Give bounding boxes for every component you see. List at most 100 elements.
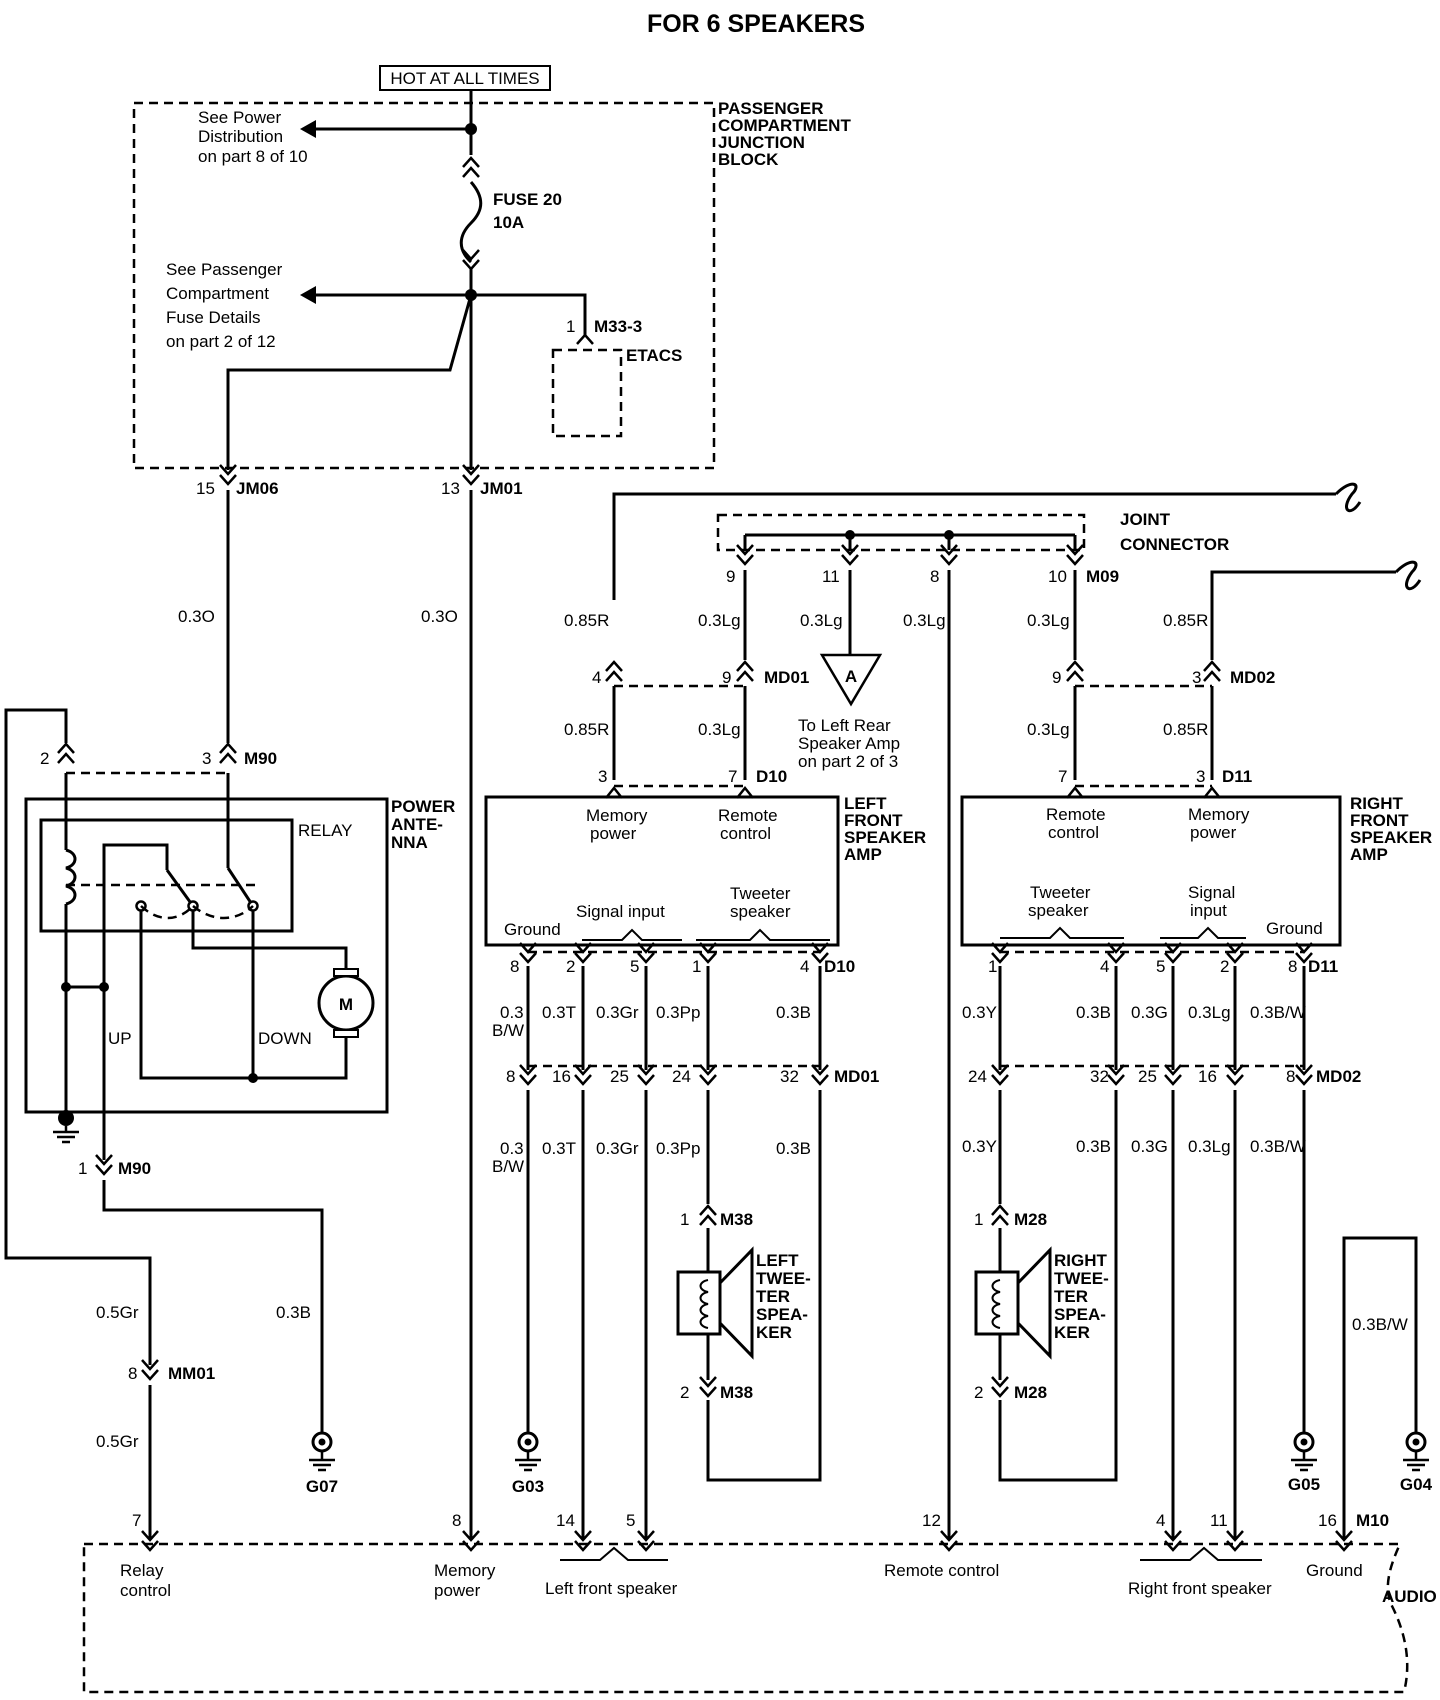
hot-at-all-times-box: [379, 65, 551, 91]
svg-text:AMP: AMP: [1350, 845, 1388, 864]
right-amp-name: RIGHT FRONT SPEAKER AMP: [1350, 794, 1432, 864]
svg-text:TWEE-: TWEE-: [1054, 1269, 1109, 1288]
m90-pin-2: 2: [40, 749, 49, 768]
svg-text:JOINT: JOINT: [1120, 510, 1171, 529]
etacs-pin: 1: [566, 317, 575, 336]
m38-label: M38: [720, 1383, 753, 1402]
d10-pin: 4: [800, 957, 809, 976]
right-amp-tweeter-label: Tweeter: [1030, 883, 1091, 902]
wire-label: 0.85R: [564, 720, 609, 739]
svg-text:on part 2 of 12: on part 2 of 12: [166, 332, 276, 351]
svg-text:0.3: 0.3: [500, 1003, 524, 1022]
m09-pin: 10: [1048, 567, 1067, 586]
d11-label: D11: [1222, 767, 1252, 786]
audio-relay-control-label: Relay control: [120, 1561, 171, 1600]
m10-pin: 14: [556, 1511, 575, 1530]
m90-label: M90: [244, 749, 277, 768]
svg-text:power: power: [434, 1581, 481, 1600]
ground-icon: [53, 1110, 79, 1144]
up-label: UP: [108, 1029, 132, 1048]
svg-text:0.3B: 0.3B: [776, 1139, 811, 1158]
svg-text:0.3B/W: 0.3B/W: [1250, 1003, 1306, 1022]
svg-text:0.3Gr: 0.3Gr: [596, 1003, 639, 1022]
right-amp-memory-label: power: [1190, 823, 1237, 842]
svg-text:SPEA-: SPEA-: [1054, 1305, 1106, 1324]
m09-pin: 8: [930, 567, 939, 586]
d11-pin: 3: [1196, 767, 1205, 786]
md01-label: MD01: [764, 668, 809, 687]
md01-pin: 24: [672, 1067, 691, 1086]
wire-label: 0.3Lg: [698, 611, 741, 630]
audio-ground-label: Ground: [1306, 1561, 1363, 1580]
offpage-connector-a: [819, 653, 883, 707]
md02-label-bottom: MD02: [1316, 1067, 1361, 1086]
md01-pin: 16: [552, 1067, 571, 1086]
mm01-label: MM01: [168, 1364, 215, 1383]
jm06-pin: 15: [196, 479, 215, 498]
md02-pin: 25: [1138, 1067, 1157, 1086]
svg-text:0.3B/W: 0.3B/W: [1250, 1137, 1306, 1156]
svg-text:Relay: Relay: [120, 1561, 164, 1580]
svg-text:Memory: Memory: [434, 1561, 496, 1580]
d11-pin: 4: [1100, 957, 1109, 976]
md02-pin: 24: [968, 1067, 987, 1086]
svg-text:LEFT: LEFT: [844, 794, 887, 813]
md02-pin: 3: [1192, 668, 1201, 687]
audio-remote-control-label: Remote control: [884, 1561, 999, 1580]
svg-text:COMPARTMENT: COMPARTMENT: [718, 116, 851, 135]
wire-label: 0.5Gr: [96, 1432, 139, 1451]
power-antenna-box: [24, 797, 389, 1114]
svg-text:LEFT: LEFT: [756, 1251, 799, 1270]
m38-label: M38: [720, 1210, 753, 1229]
wire-label: 0.3Lg: [1027, 611, 1070, 630]
right-amp-remote-label: Remote: [1046, 805, 1106, 824]
svg-text:0.3B: 0.3B: [1076, 1003, 1111, 1022]
svg-text:NNA: NNA: [391, 833, 428, 852]
m09-label: M09: [1086, 567, 1119, 586]
md01-label-bottom: MD01: [834, 1067, 879, 1086]
joint-connector-outline: [716, 513, 1086, 552]
svg-text:0.3Pp: 0.3Pp: [656, 1139, 700, 1158]
audio-left-front-label: Left front speaker: [545, 1579, 678, 1598]
wire-label: 0.3B/W: [1352, 1315, 1408, 1334]
svg-text:0.3Y: 0.3Y: [962, 1137, 997, 1156]
m10-pin: 7: [132, 1511, 141, 1530]
right-low-wire-labels: 0.3Y 0.3B 0.3G 0.3Lg 0.3B/W: [962, 1137, 1306, 1156]
wire-label: 0.85R: [564, 611, 609, 630]
svg-text:SPEAKER: SPEAKER: [844, 828, 926, 847]
d10-pin: 8: [510, 957, 519, 976]
wire-label: 0.5Gr: [96, 1303, 139, 1322]
d10-label-bottom: D10: [824, 957, 855, 976]
d11-pin: 2: [1220, 957, 1229, 976]
wire-label: 0.3Lg: [903, 611, 946, 630]
relay-box: [39, 818, 294, 933]
svg-text:See Passenger: See Passenger: [166, 260, 283, 279]
m90-label-bottom: M90: [118, 1159, 151, 1178]
md01-pin: 32: [780, 1067, 799, 1086]
right-amp-remote-label: control: [1048, 823, 1099, 842]
svg-text:0.3G: 0.3G: [1131, 1003, 1168, 1022]
m10-pin: 12: [922, 1511, 941, 1530]
d11-pin: 5: [1156, 957, 1165, 976]
left-amp-memory-label: power: [590, 824, 637, 843]
svg-text:Speaker Amp: Speaker Amp: [798, 734, 900, 753]
svg-text:B/W: B/W: [492, 1021, 524, 1040]
svg-text:CONNECTOR: CONNECTOR: [1120, 535, 1229, 554]
left-amp-remote-label: Remote: [718, 806, 778, 825]
svg-text:0.3Lg: 0.3Lg: [1188, 1003, 1231, 1022]
m10-pin: 4: [1156, 1511, 1165, 1530]
svg-text:To Left Rear: To Left Rear: [798, 716, 891, 735]
wire-label: 0.3B: [276, 1303, 311, 1322]
diagram-title: FOR 6 SPEAKERS: [647, 10, 865, 38]
left-mid-wire-labels: 0.3 B/W 0.3T 0.3Gr 0.3Pp 0.3B: [492, 1003, 811, 1040]
svg-text:FRONT: FRONT: [1350, 811, 1409, 830]
m38-pin-2: 2: [680, 1383, 689, 1402]
svg-text:RIGHT: RIGHT: [1350, 794, 1404, 813]
audio-unit-outline: [82, 1542, 1409, 1694]
d10-pin: 2: [566, 957, 575, 976]
svg-text:ANTE-: ANTE-: [391, 815, 443, 834]
md01-pin: 9: [722, 668, 731, 687]
left-amp-ground-label: Ground: [504, 920, 561, 939]
right-mid-wire-labels: 0.3Y 0.3B 0.3G 0.3Lg 0.3B/W: [962, 1003, 1306, 1022]
md01-pin: 8: [506, 1067, 515, 1086]
